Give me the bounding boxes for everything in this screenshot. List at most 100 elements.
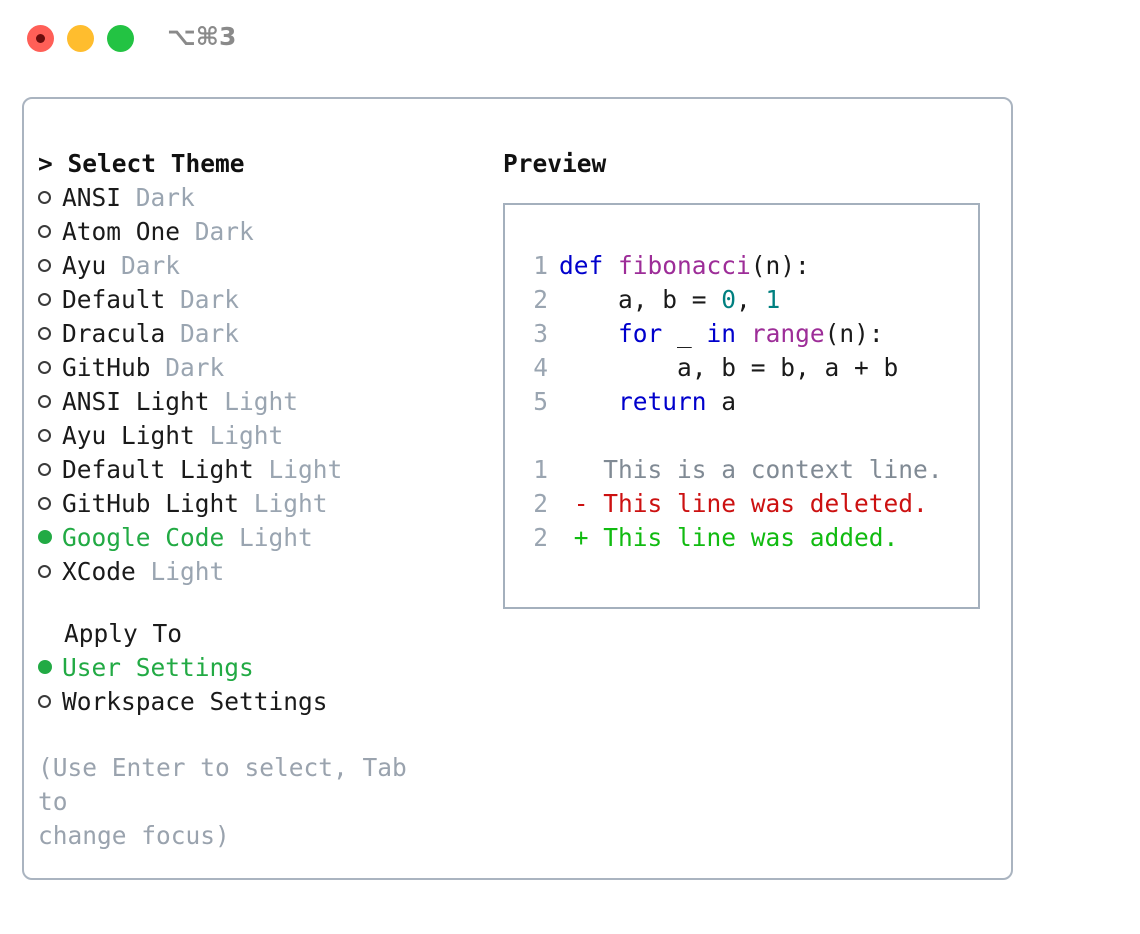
radio-selected-icon[interactable] xyxy=(38,521,62,555)
apply-to-option[interactable]: User Settings xyxy=(38,651,478,685)
apply-to-option-label: Workspace Settings xyxy=(62,687,328,716)
theme-list-item[interactable]: Ayu Dark xyxy=(38,249,478,283)
theme-list-item[interactable]: GitHub Light Light xyxy=(38,487,478,521)
line-number: 3 xyxy=(533,319,548,348)
line-number: 2 xyxy=(533,489,548,518)
code-token xyxy=(559,319,618,348)
line-number: 2 xyxy=(533,285,548,314)
theme-name-label: Default Light xyxy=(62,455,254,484)
theme-kind-label: Dark xyxy=(180,285,240,314)
diff-line: 1 This is a context line. xyxy=(522,453,943,487)
traffic-light-group xyxy=(27,25,134,52)
code-token: , xyxy=(736,285,766,314)
theme-list-item[interactable]: Default Light Light xyxy=(38,453,478,487)
radio-unselected-icon[interactable] xyxy=(38,283,62,317)
code-token: in xyxy=(706,319,737,348)
theme-name-label: GitHub Light xyxy=(62,489,240,518)
code-line: 4 a, b = b, a + b xyxy=(522,351,898,385)
radio-unselected-icon[interactable] xyxy=(38,181,62,215)
code-token: 1 xyxy=(765,285,781,314)
radio-unselected-icon[interactable] xyxy=(38,351,62,385)
radio-unselected-icon[interactable] xyxy=(38,317,62,351)
line-number: 5 xyxy=(533,387,548,416)
code-token: _ xyxy=(662,319,707,348)
radio-unselected-icon[interactable] xyxy=(38,249,62,283)
theme-list-item[interactable]: Atom One Dark xyxy=(38,215,478,249)
radio-unselected-icon[interactable] xyxy=(38,385,62,419)
radio-dot xyxy=(38,695,51,708)
code-line: 3 for _ in range(n): xyxy=(522,317,898,351)
code-token: a, b = xyxy=(559,285,722,314)
theme-name-label: Ayu Light xyxy=(62,421,195,450)
theme-name-label: XCode xyxy=(62,557,136,586)
minimize-window-button[interactable] xyxy=(67,25,94,52)
preview-heading: Preview xyxy=(503,149,607,178)
select-theme-heading: > Select Theme xyxy=(38,149,245,178)
radio-dot xyxy=(38,327,51,340)
radio-dot xyxy=(38,225,51,238)
diff-line-text: - This line was deleted. xyxy=(559,489,928,518)
diff-sample: 1 This is a context line.2 - This line w… xyxy=(522,453,943,555)
diff-line: 2 - This line was deleted. xyxy=(522,487,943,521)
maximize-window-button[interactable] xyxy=(107,25,134,52)
theme-list-item[interactable]: Default Dark xyxy=(38,283,478,317)
line-number: 2 xyxy=(533,523,548,552)
radio-dot xyxy=(38,463,51,476)
radio-unselected-icon[interactable] xyxy=(38,453,62,487)
theme-name-label: Ayu xyxy=(62,251,107,280)
code-token: range xyxy=(750,319,825,348)
theme-name-label: Dracula xyxy=(62,319,166,348)
code-line: 2 a, b = 0, 1 xyxy=(522,283,898,317)
theme-name-label: Google Code xyxy=(62,523,225,552)
diff-line: 2 + This line was added. xyxy=(522,521,943,555)
theme-name-label: ANSI xyxy=(62,183,122,212)
code-token: return xyxy=(618,387,707,416)
theme-list-item[interactable]: Ayu Light Light xyxy=(38,419,478,453)
theme-kind-label: Dark xyxy=(165,353,225,382)
theme-kind-label: Dark xyxy=(121,251,181,280)
radio-selected-icon[interactable] xyxy=(38,651,62,685)
code-token: (n): xyxy=(750,251,810,280)
code-token xyxy=(559,387,618,416)
radio-unselected-icon[interactable] xyxy=(38,685,62,719)
theme-list-item[interactable]: XCode Light xyxy=(38,555,478,589)
theme-kind-label: Light xyxy=(253,489,328,518)
theme-list-item[interactable]: GitHub Dark xyxy=(38,351,478,385)
line-number: 1 xyxy=(533,455,548,484)
code-token: a, b = b, a + b xyxy=(559,353,899,382)
radio-unselected-icon[interactable] xyxy=(38,419,62,453)
radio-dot xyxy=(38,530,52,544)
theme-list-item[interactable]: ANSI Light Light xyxy=(38,385,478,419)
radio-unselected-icon[interactable] xyxy=(38,555,62,589)
theme-list-item[interactable]: Dracula Dark xyxy=(38,317,478,351)
theme-kind-label: Light xyxy=(239,523,313,552)
line-number: 1 xyxy=(533,251,548,280)
code-token: a xyxy=(706,387,737,416)
code-token: def xyxy=(559,251,619,280)
diff-line-text: This is a context line. xyxy=(559,455,943,484)
radio-dot xyxy=(38,429,51,442)
theme-list-item[interactable]: ANSI Dark xyxy=(38,181,478,215)
theme-kind-label: Dark xyxy=(135,183,195,212)
code-line: 5 return a xyxy=(522,385,898,419)
radio-unselected-icon[interactable] xyxy=(38,487,62,521)
theme-name-label: Default xyxy=(62,285,166,314)
title-bar: ⌥⌘3 xyxy=(0,0,1140,78)
code-token: (n): xyxy=(824,319,884,348)
code-token: 0 xyxy=(721,285,737,314)
radio-unselected-icon[interactable] xyxy=(38,215,62,249)
keyboard-shortcut-label: ⌥⌘3 xyxy=(167,22,237,51)
apply-to-option[interactable]: Workspace Settings xyxy=(38,685,478,719)
theme-list-item[interactable]: Google Code Light xyxy=(38,521,478,555)
theme-name-label: Atom One xyxy=(62,217,181,246)
close-window-button[interactable] xyxy=(27,25,54,52)
